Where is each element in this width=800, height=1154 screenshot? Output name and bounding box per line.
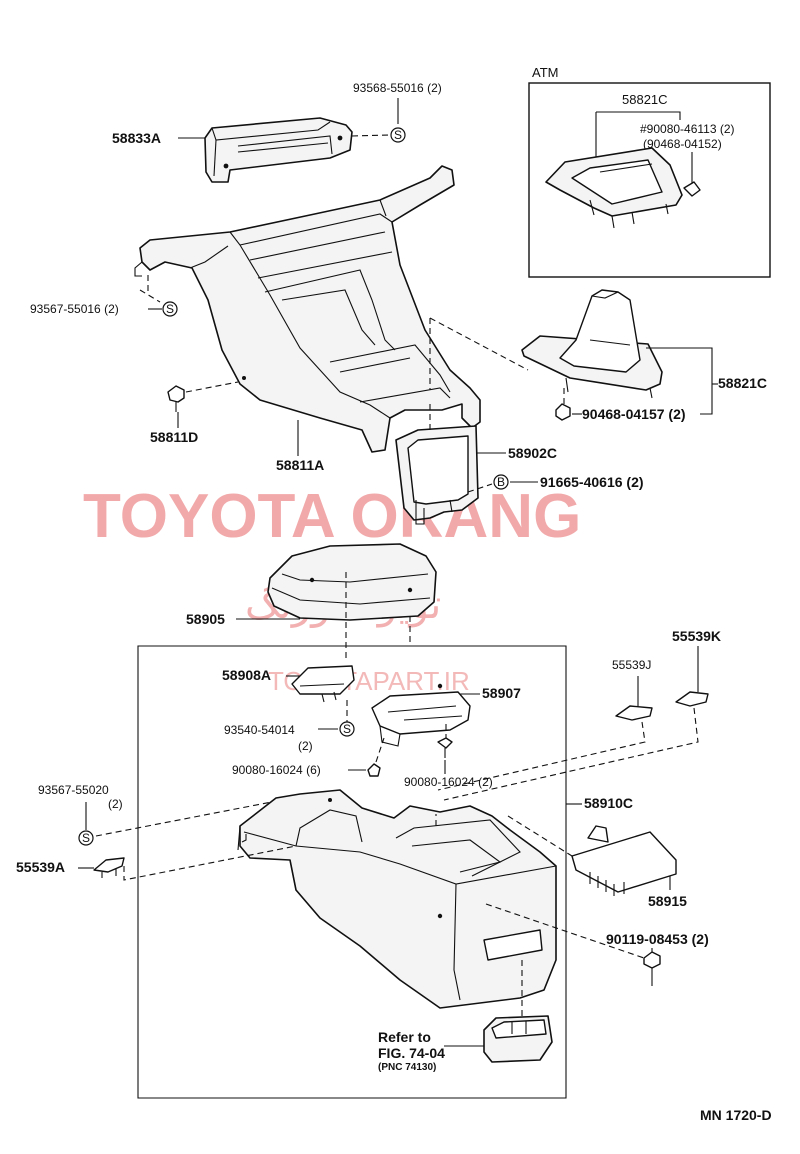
part-58811D-drawing xyxy=(167,385,185,412)
label-58915: 58915 xyxy=(648,893,687,909)
label-58821C: 58821C xyxy=(718,375,767,391)
label-58811D: 58811D xyxy=(150,429,198,445)
label-58833A: 58833A xyxy=(112,130,161,146)
label-90080-46113: #90080-46113 (2) xyxy=(640,122,735,136)
screw-90119 xyxy=(643,951,661,986)
clip-55539A xyxy=(93,857,125,878)
label-91665-40616: 91665-40616 (2) xyxy=(540,474,644,490)
label-90080-16024-2: 90080-16024 (2) xyxy=(404,775,493,789)
label-58908A: 58908A xyxy=(222,667,271,683)
label-58821C-atm: 58821C xyxy=(622,92,668,107)
label-93567-55016: 93567-55016 (2) xyxy=(30,302,119,316)
label-93567-qty: (2) xyxy=(108,797,123,811)
label-refer-to: Refer to xyxy=(378,1029,431,1045)
label-93540-qty: (2) xyxy=(298,739,313,753)
screw-symbol-s-4: S xyxy=(78,830,94,846)
watermark-brand: TOYOTA ORANG xyxy=(83,482,581,551)
part-58908A-drawing xyxy=(291,665,355,703)
footer-code: MN 1720-D xyxy=(700,1107,772,1123)
label-90468-04152: (90468-04152) xyxy=(643,137,722,151)
screw-symbol-s-3: S xyxy=(339,721,355,737)
svg-text:S: S xyxy=(394,128,402,142)
label-55539J: 55539J xyxy=(612,658,651,672)
label-58811A: 58811A xyxy=(276,457,324,473)
part-58905-drawing xyxy=(267,543,437,621)
label-90119-08453: 90119-08453 (2) xyxy=(606,931,709,947)
lower-assembly-frame xyxy=(137,645,567,1099)
part-insert-74130-drawing xyxy=(483,1015,553,1063)
screw-symbol-s-1: S xyxy=(390,127,406,143)
part-58907-drawing xyxy=(371,683,471,747)
svg-text:S: S xyxy=(343,722,351,736)
label-fig-74-04: FIG. 74-04 xyxy=(378,1045,445,1061)
label-58907: 58907 xyxy=(482,685,521,701)
label-93540-54014: 93540-54014 xyxy=(224,723,295,737)
screw-symbol-b: B xyxy=(493,474,509,490)
atm-detail-box xyxy=(528,82,771,278)
label-58905: 58905 xyxy=(186,611,225,627)
part-58915-drawing xyxy=(571,825,677,896)
label-90468-04157: 90468-04157 (2) xyxy=(582,406,686,422)
label-55539K: 55539K xyxy=(672,628,721,644)
label-atm: ATM xyxy=(532,65,558,80)
part-58833A-drawing xyxy=(204,117,353,183)
label-90080-16024-6: 90080-16024 (6) xyxy=(232,763,321,777)
part-58821C-drawing xyxy=(521,289,663,399)
svg-text:B: B xyxy=(497,475,505,489)
screw-90080-6 xyxy=(367,763,381,777)
part-58902C-drawing xyxy=(395,425,479,525)
part-58811A-drawing xyxy=(134,165,481,453)
svg-text:S: S xyxy=(166,302,174,316)
svg-text:S: S xyxy=(82,831,90,845)
screw-90080-2 xyxy=(437,737,453,758)
screw-symbol-s-2: S xyxy=(162,301,178,317)
label-55539A: 55539A xyxy=(16,859,65,875)
nut-90468-04157 xyxy=(555,403,571,421)
label-58902C: 58902C xyxy=(508,445,557,461)
part-58910C-drawing xyxy=(237,789,557,1009)
part-58821C-atm-drawing xyxy=(545,147,701,229)
clip-55539J xyxy=(615,705,653,721)
label-pnc-74130: (PNC 74130) xyxy=(378,1062,436,1073)
label-58910C: 58910C xyxy=(584,795,633,811)
clip-55539K xyxy=(675,691,709,707)
label-93567-55020: 93567-55020 xyxy=(38,783,109,797)
label-93568-55016: 93568-55016 (2) xyxy=(353,81,442,95)
